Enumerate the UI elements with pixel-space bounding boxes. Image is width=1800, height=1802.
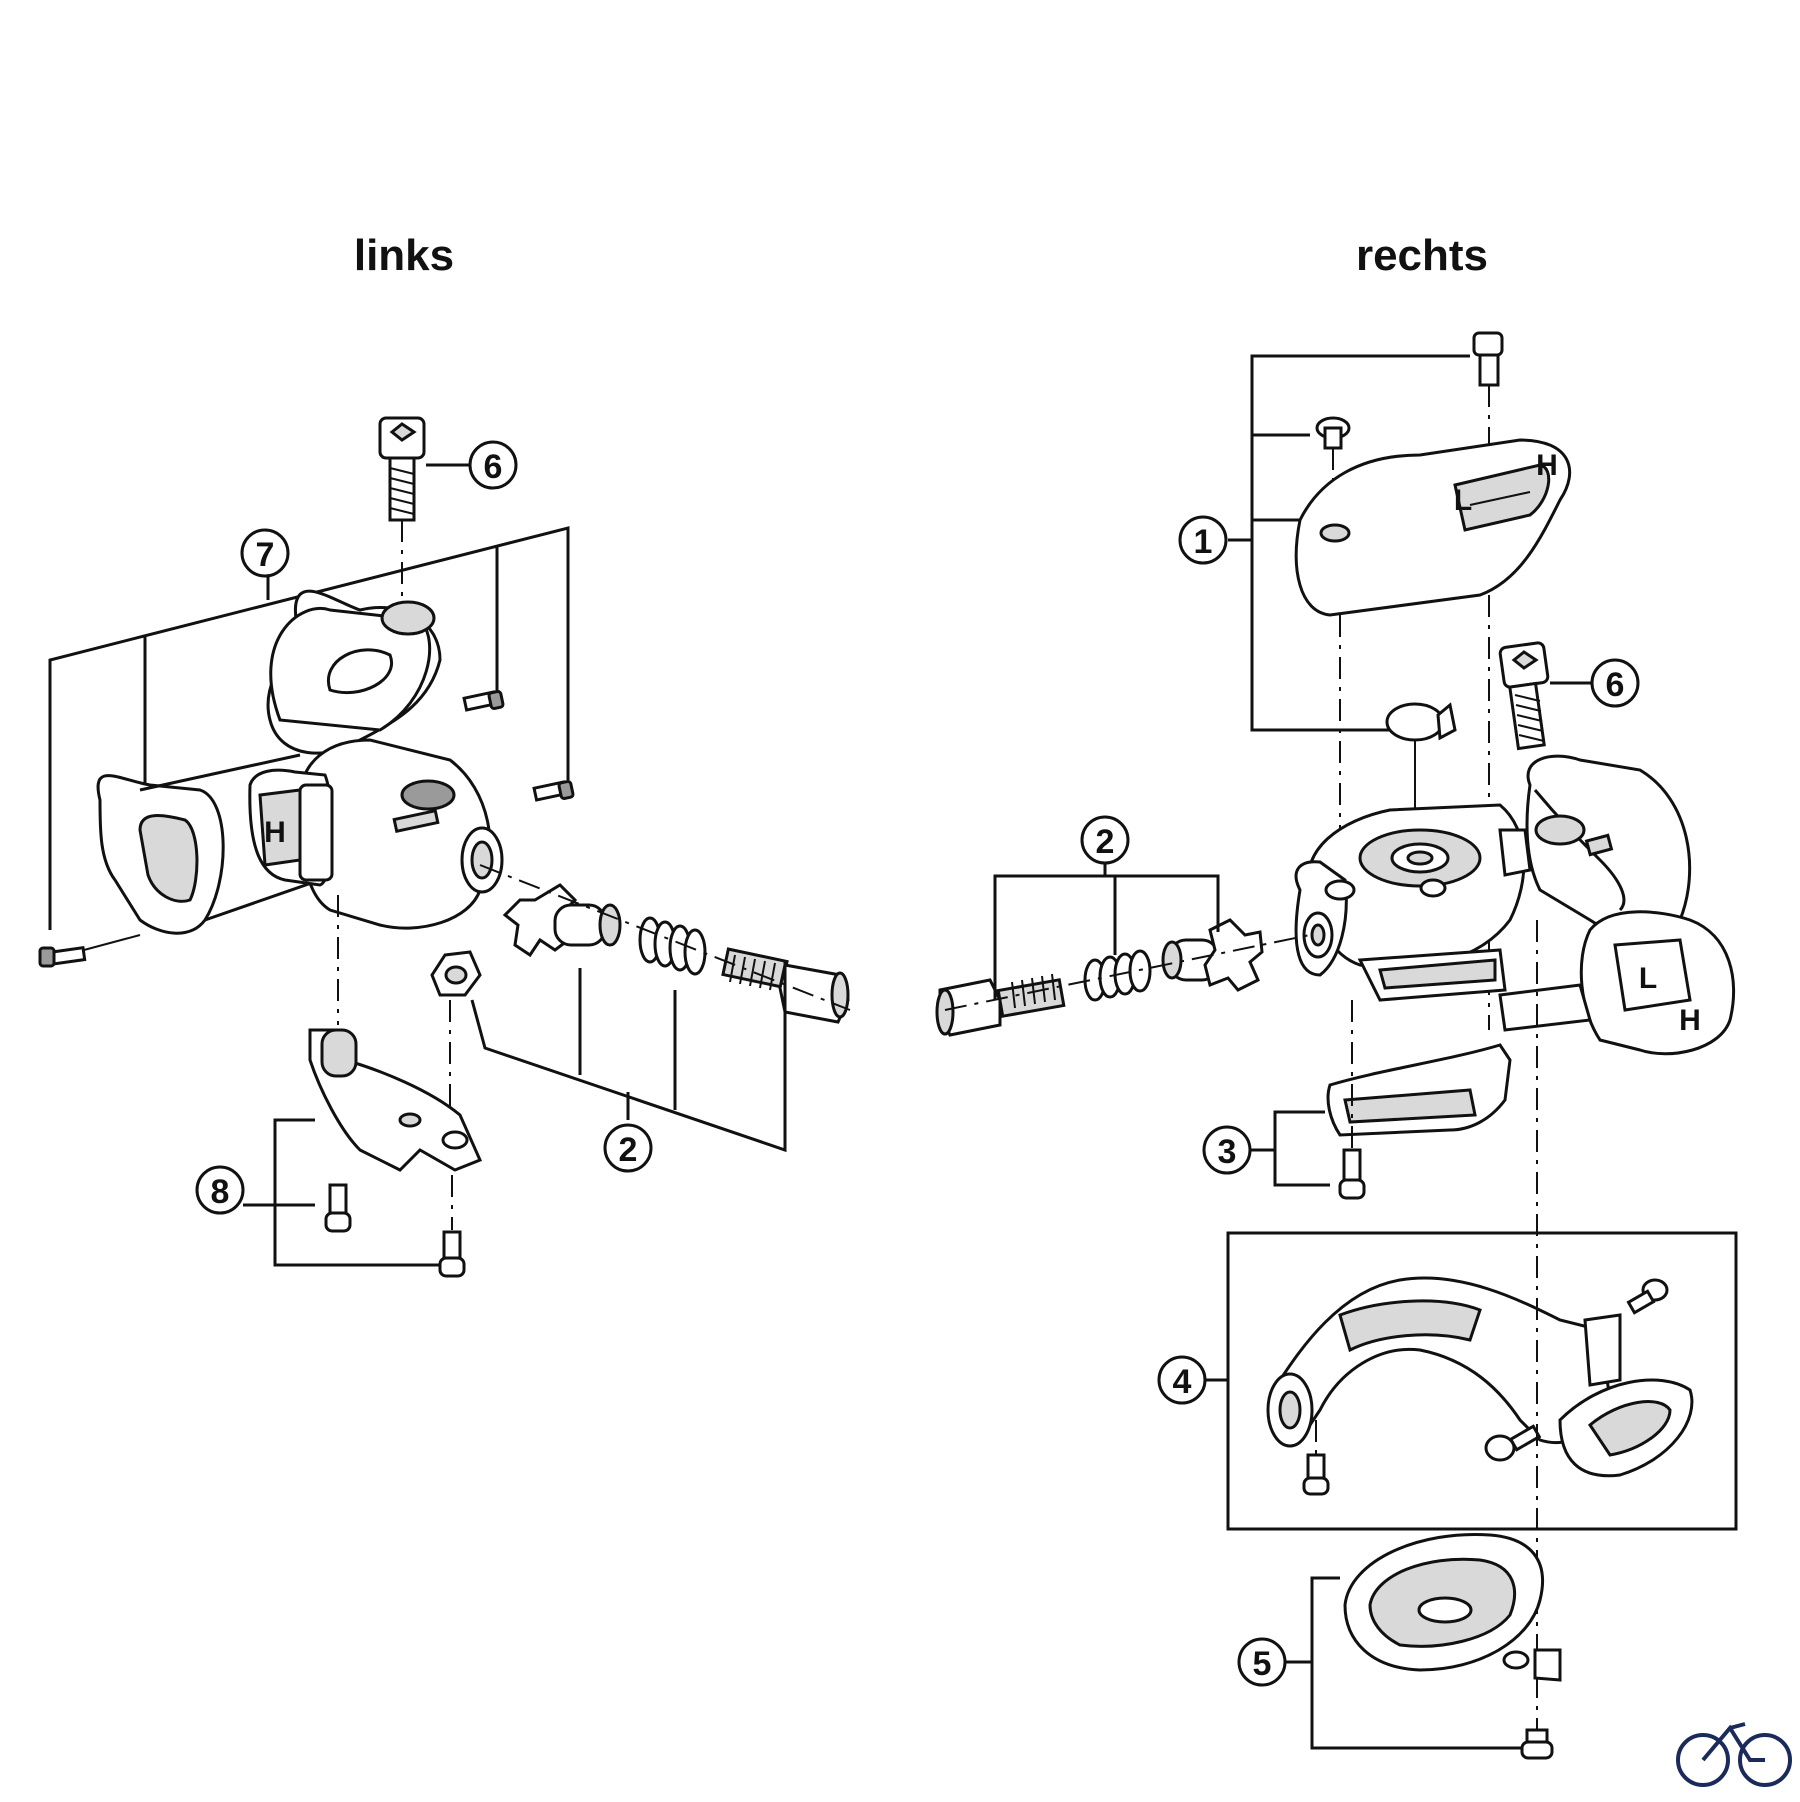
left-body-screw-2 — [532, 779, 575, 802]
left-callout-6: 6 — [468, 440, 518, 490]
right-handlebar-clamp — [1498, 754, 1692, 941]
right-indicator-disc — [1385, 702, 1457, 850]
right-lever-l-mark: L — [1639, 962, 1657, 995]
right-small-cover — [1250, 1000, 1512, 1200]
left-body-screws — [38, 689, 575, 968]
bicycle-icon — [1676, 1722, 1792, 1787]
right-clamp-bolt — [1498, 641, 1550, 751]
right-lever-h-mark: H — [1679, 1004, 1701, 1037]
left-plate-screw-1 — [324, 1183, 352, 1233]
svg-text:7: 7 — [256, 536, 275, 574]
svg-text:8: 8 — [211, 1173, 230, 1211]
right-base-cover-box — [1205, 1231, 1738, 1531]
svg-text:3: 3 — [1218, 1133, 1237, 1171]
left-callout-8: 8 — [195, 1165, 245, 1215]
svg-text:6: 6 — [1606, 666, 1625, 704]
right-callout-3: 3 — [1202, 1125, 1252, 1175]
right-side-title: rechts — [1356, 231, 1488, 280]
left-adjuster-knob — [502, 883, 622, 958]
left-body-screw-1 — [462, 689, 505, 712]
right-adjuster-set — [935, 840, 1311, 1037]
right-callout-1: 1 — [1178, 515, 1228, 565]
right-indicator-cover: L H — [1294, 438, 1571, 890]
right-adjuster-bolt — [935, 973, 1066, 1037]
svg-text:5: 5 — [1253, 1645, 1272, 1683]
left-callout-7: 7 — [240, 528, 290, 578]
svg-text:2: 2 — [619, 1131, 638, 1169]
right-base-screw-3 — [1302, 1453, 1330, 1496]
left-lever-h-mark: H — [264, 816, 286, 849]
right-assembly: L H — [935, 331, 1738, 1760]
left-adjuster-bolt — [721, 947, 850, 1024]
left-handlebar-clamp — [266, 589, 442, 755]
svg-text:2: 2 — [1096, 823, 1115, 861]
left-shift-lever: H — [248, 768, 334, 887]
indicator-h-mark: H — [1536, 449, 1558, 482]
left-clamp-bolt — [378, 416, 426, 615]
svg-text:4: 4 — [1173, 1363, 1192, 1401]
right-small-cover-screw — [1338, 1148, 1366, 1200]
svg-text:1: 1 — [1194, 523, 1213, 561]
left-assembly: H — [38, 416, 851, 1278]
right-callout-6: 6 — [1590, 658, 1640, 708]
right-bottom-cap-screw — [1520, 1728, 1554, 1760]
right-base-screw-1 — [1626, 1278, 1669, 1315]
left-side-title: links — [354, 231, 454, 280]
right-callout-4: 4 — [1157, 1355, 1207, 1405]
right-trigger-levers: L H — [1498, 910, 1736, 1056]
right-adjuster-knob — [1161, 918, 1264, 992]
left-lock-nut — [430, 950, 482, 997]
left-adjuster-set — [430, 864, 851, 1153]
right-main-housing — [1294, 803, 1526, 1002]
right-callout-5: 5 — [1237, 1637, 1287, 1687]
right-bottom-cap — [1285, 1532, 1562, 1760]
left-grip-ring — [96, 753, 321, 935]
svg-text:6: 6 — [484, 448, 503, 486]
left-bottom-plate — [273, 895, 483, 1278]
left-adjuster-spring — [638, 916, 707, 976]
indicator-l-mark: L — [1454, 484, 1472, 517]
right-callout-2: 2 — [1080, 815, 1130, 865]
left-body-screw-3 — [38, 945, 87, 968]
left-main-housing — [298, 738, 504, 930]
left-callout-2: 2 — [603, 1123, 653, 1173]
right-base-screw-2 — [1484, 1424, 1542, 1462]
left-plate-screw-2 — [438, 1230, 466, 1278]
